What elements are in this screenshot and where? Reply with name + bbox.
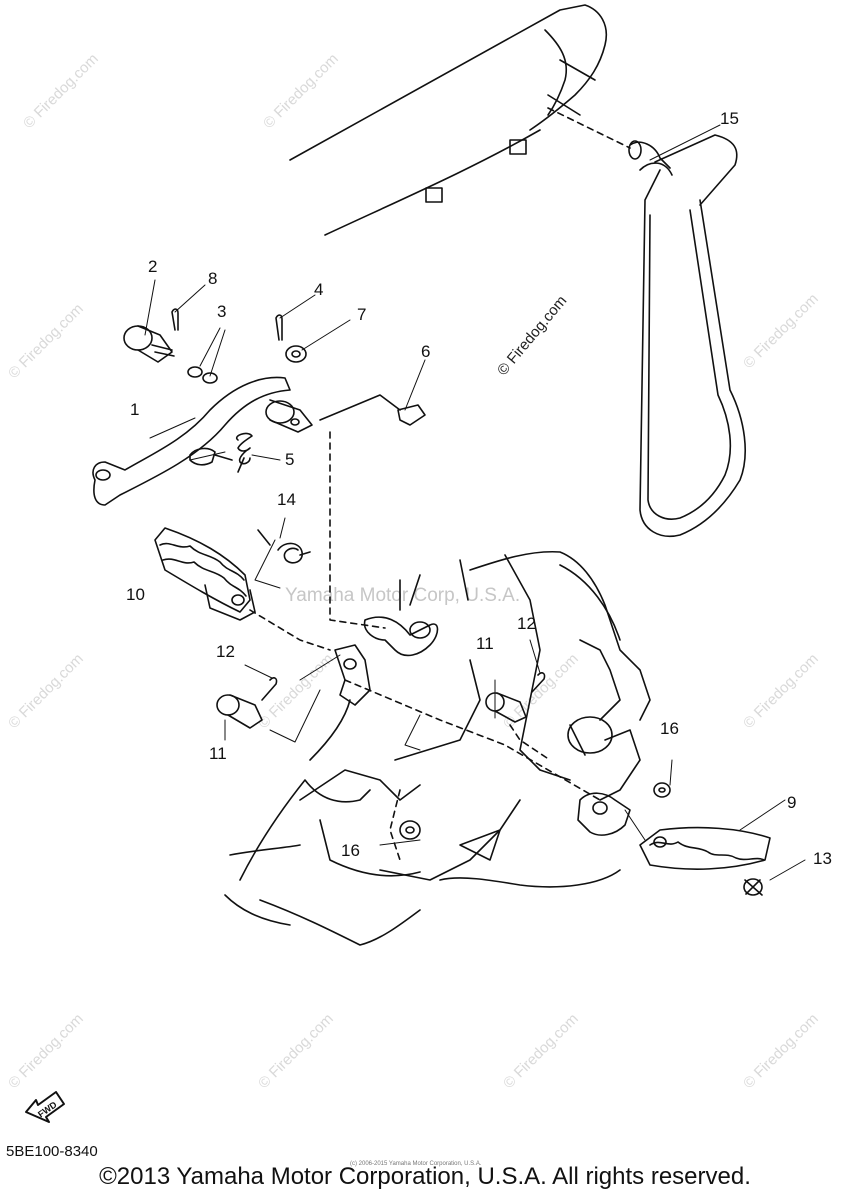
frame-lower [224, 431, 651, 946]
callout-1: 1 [130, 400, 140, 419]
callout-6: 6 [421, 342, 431, 361]
callout-12-right: 12 [517, 614, 536, 633]
stand-15 [547, 107, 746, 537]
fwd-arrow-icon: FWD [25, 1091, 65, 1123]
callout-16-left: 16 [341, 841, 360, 860]
callout-12-left: 12 [216, 642, 235, 661]
callout-10: 10 [126, 585, 145, 604]
footrest-10 [154, 517, 311, 621]
callout-3: 3 [217, 302, 227, 321]
bolts-11 [216, 639, 546, 743]
diagram-code: 5BE100-8340 [6, 1143, 98, 1160]
callout-9: 9 [787, 793, 797, 812]
callout-15: 15 [720, 109, 739, 128]
callout-4: 4 [314, 280, 324, 299]
footrest-9 [379, 759, 806, 896]
copyright-footer: ©2013 Yamaha Motor Corporation, U.S.A. A… [99, 1163, 751, 1190]
callout-5: 5 [285, 450, 295, 469]
callout-7: 7 [357, 305, 367, 324]
rear-fender-outline [289, 4, 607, 236]
brake-pedal-1 [92, 124, 721, 506]
callout-14: 14 [277, 490, 296, 509]
callout-16-right: 16 [660, 719, 679, 738]
callout-11-right: 11 [476, 634, 494, 653]
callout-2: 2 [148, 257, 158, 276]
callout-8: 8 [208, 269, 218, 288]
callout-13: 13 [813, 849, 832, 868]
callout-11-left: 11 [209, 744, 227, 763]
watermark-yamaha: Yamaha Motor Corp, U.S.A. [285, 585, 521, 606]
tiny-notice: (c) 2006-2015 Yamaha Motor Corporation, … [350, 1161, 482, 1167]
